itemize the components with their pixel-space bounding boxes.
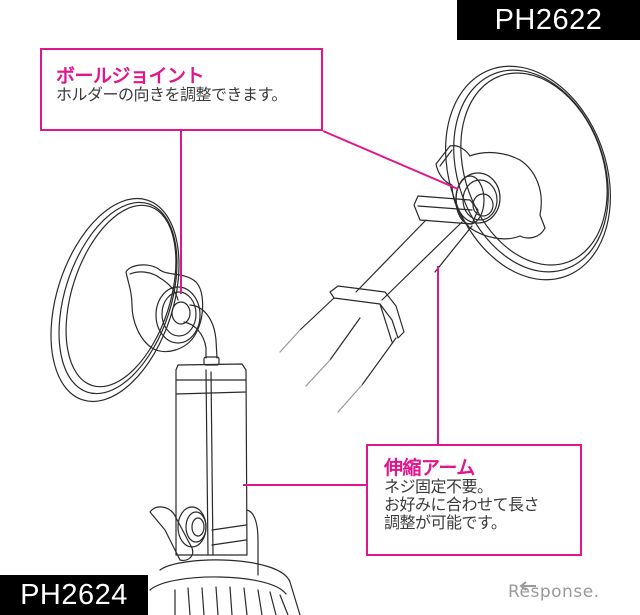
callout-telescopic-arm: 伸縮アーム ネジ固定不要。 お好みに合わせて長さ 調整が可能です。 [366,444,582,556]
left-ball-joint [125,264,220,366]
response-watermark: Response. [508,582,600,602]
callout-ball-joint-title: ボールジョイント [56,65,205,87]
left-suction-cup [50,197,180,403]
callout-arm-body: ネジ固定不要。 お好みに合わせて長さ 調整が可能です。 [384,477,540,532]
response-logo-arrow-icon [519,581,536,591]
callout-leaders [180,130,459,486]
right-ball-joint [435,145,546,240]
left-wing-nut [149,506,207,561]
right-suction-cup [445,65,611,281]
model-tag-ph2624: PH2624 [0,575,148,615]
left-base [149,559,301,615]
callout-ball-joint-body: ホルダーの向きを調整できます。 [56,85,287,104]
callout-ball-joint: ボールジョイント ホルダーの向きを調整できます。 [40,48,323,131]
telescopic-arm [279,195,479,413]
model-tag-ph2622: PH2622 [457,0,640,40]
left-holder-body [175,363,259,576]
callout-arm-title: 伸縮アーム [384,457,475,479]
